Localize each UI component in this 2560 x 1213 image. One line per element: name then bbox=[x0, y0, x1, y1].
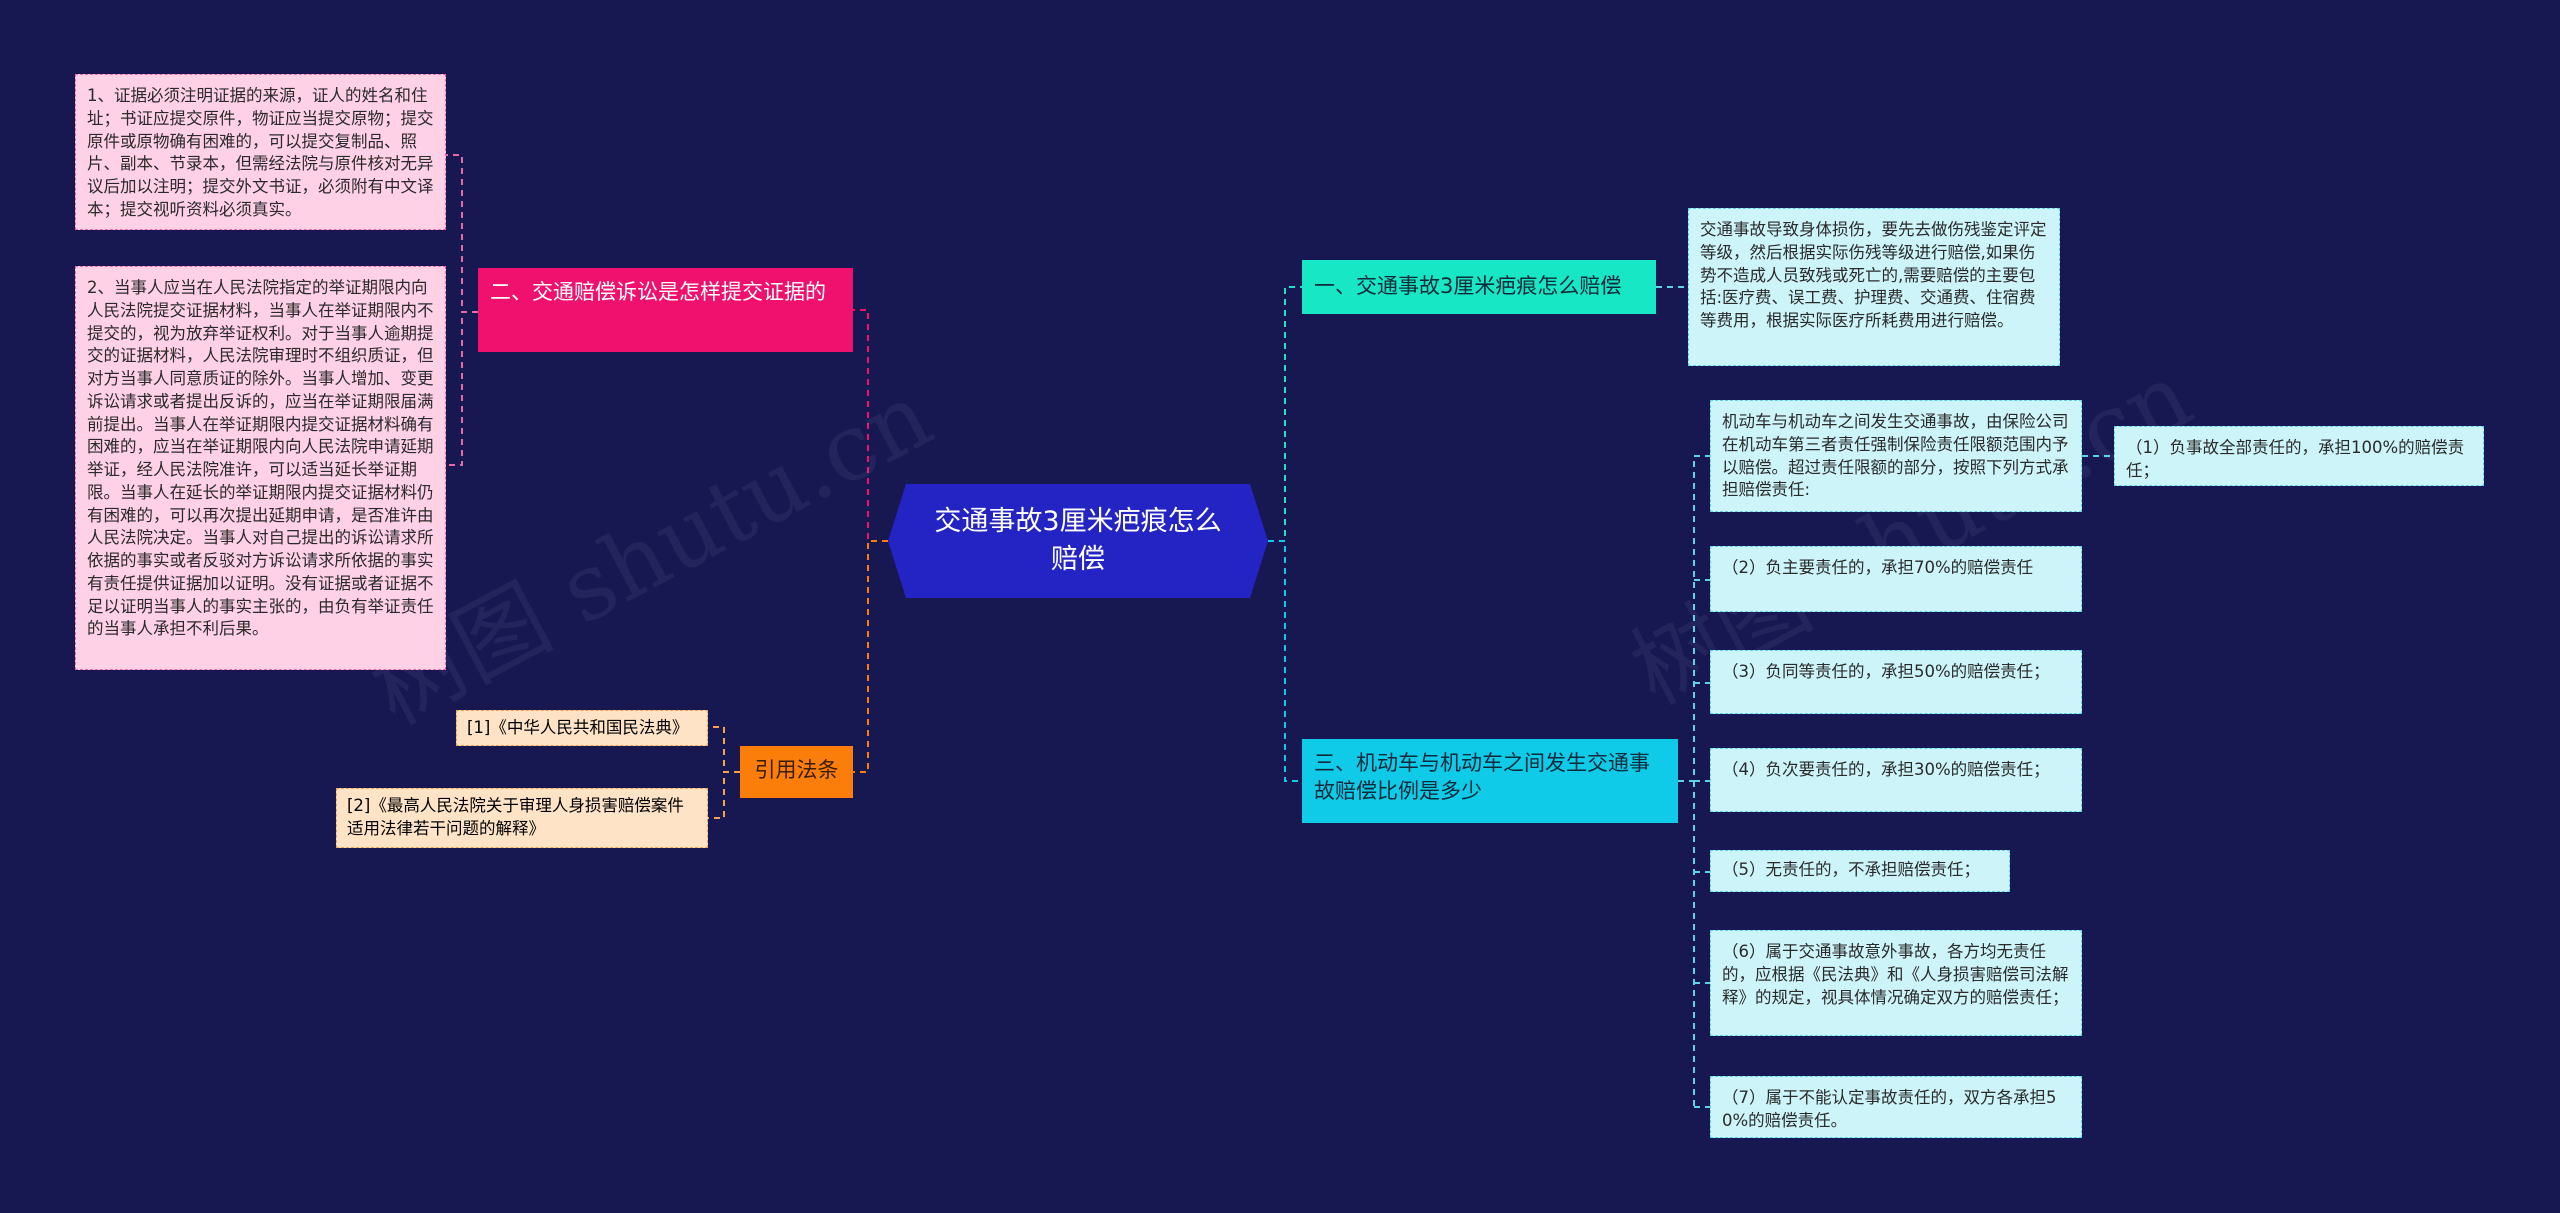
law-item-2-text: [2]《最高人民法院关于审理人身损害赔偿案件适用法律若干问题的解释》 bbox=[347, 796, 684, 838]
branch-evidence-label: 二、交通赔偿诉讼是怎样提交证据的 bbox=[490, 280, 826, 304]
link-evidence-item1 bbox=[446, 154, 478, 313]
ratio-item-7[interactable]: （7）属于不能认定事故责任的，双方各承担50%的赔偿责任。 bbox=[1710, 1076, 2082, 1138]
evidence-item-1-text: 1、证据必须注明证据的来源，证人的姓名和住址；书证应提交原件，物证应当提交原物；… bbox=[87, 86, 434, 219]
evidence-item-2-text: 2、当事人应当在人民法院指定的举证期限内向人民法院提交证据材料，当事人在举证期限… bbox=[87, 278, 434, 639]
law-item-1-text: [1]《中华人民共和国民法典》 bbox=[467, 718, 689, 737]
link-root-ratio bbox=[1268, 540, 1302, 782]
ratio-item-2[interactable]: （2）负主要责任的，承担70%的赔偿责任 bbox=[1710, 546, 2082, 612]
ratio-item-2-text: （2）负主要责任的，承担70%的赔偿责任 bbox=[1722, 558, 2034, 577]
law-item-1[interactable]: [1]《中华人民共和国民法典》 bbox=[456, 710, 708, 746]
branch-ratio-label: 三、机动车与机动车之间发生交通事故赔偿比例是多少 bbox=[1314, 751, 1650, 804]
link-law-item2 bbox=[708, 771, 740, 819]
ratio-item-6[interactable]: （6）属于交通事故意外事故，各方均无责任的，应根据《民法典》和《人身损害赔偿司法… bbox=[1710, 930, 2082, 1036]
ratio-item-6-text: （6）属于交通事故意外事故，各方均无责任的，应根据《民法典》和《人身损害赔偿司法… bbox=[1722, 942, 2069, 1007]
root-topic[interactable]: 交通事故3厘米疤痕怎么赔偿 bbox=[888, 484, 1268, 598]
link-ratio-items bbox=[1678, 456, 1695, 1107]
ratio-intro-child-text: （1）负事故全部责任的，承担100%的赔偿责任； bbox=[2126, 438, 2465, 480]
ratio-item-4-text: （4）负次要责任的，承担30%的赔偿责任； bbox=[1722, 760, 2050, 779]
compensation-item-1-text: 交通事故导致身体损伤，要先去做伤残鉴定评定等级，然后根据实际伤残等级进行赔偿,如… bbox=[1700, 220, 2047, 331]
ratio-item-7-text: （7）属于不能认定事故责任的，双方各承担50%的赔偿责任。 bbox=[1722, 1088, 2057, 1130]
branch-compensation[interactable]: 一、交通事故3厘米疤痕怎么赔偿 bbox=[1302, 260, 1656, 314]
compensation-item-1[interactable]: 交通事故导致身体损伤，要先去做伤残鉴定评定等级，然后根据实际伤残等级进行赔偿,如… bbox=[1688, 208, 2060, 366]
branch-compensation-label: 一、交通事故3厘米疤痕怎么赔偿 bbox=[1314, 274, 1622, 298]
link-root-compensation bbox=[1268, 286, 1302, 542]
evidence-item-2[interactable]: 2、当事人应当在人民法院指定的举证期限内向人民法院提交证据材料，当事人在举证期限… bbox=[75, 266, 446, 670]
branch-compensation-ratio[interactable]: 三、机动车与机动车之间发生交通事故赔偿比例是多少 bbox=[1302, 739, 1678, 823]
branch-cited-laws[interactable]: 引用法条 bbox=[740, 746, 853, 798]
ratio-intro-child[interactable]: （1）负事故全部责任的，承担100%的赔偿责任； bbox=[2114, 426, 2484, 486]
branch-evidence-submission[interactable]: 二、交通赔偿诉讼是怎样提交证据的 bbox=[478, 268, 853, 352]
ratio-item-5[interactable]: （5）无责任的，不承担赔偿责任； bbox=[1710, 850, 2010, 892]
link-evidence-item2 bbox=[446, 311, 478, 466]
evidence-item-1[interactable]: 1、证据必须注明证据的来源，证人的姓名和住址；书证应提交原件，物证应当提交原物；… bbox=[75, 74, 446, 230]
law-item-2[interactable]: [2]《最高人民法院关于审理人身损害赔偿案件适用法律若干问题的解释》 bbox=[336, 788, 708, 848]
link-root-evidence bbox=[853, 309, 888, 542]
root-title: 交通事故3厘米疤痕怎么赔偿 bbox=[934, 506, 1222, 575]
link-root-law bbox=[853, 540, 888, 773]
ratio-item-3[interactable]: （3）负同等责任的，承担50%的赔偿责任； bbox=[1710, 650, 2082, 714]
link-law-item1 bbox=[708, 726, 740, 773]
ratio-intro-text: 机动车与机动车之间发生交通事故，由保险公司在机动车第三者责任强制保险责任限额范围… bbox=[1722, 412, 2069, 500]
ratio-item-3-text: （3）负同等责任的，承担50%的赔偿责任； bbox=[1722, 662, 2050, 681]
ratio-item-5-text: （5）无责任的，不承担赔偿责任； bbox=[1722, 860, 1980, 879]
branch-law-label: 引用法条 bbox=[754, 758, 839, 782]
ratio-intro[interactable]: 机动车与机动车之间发生交通事故，由保险公司在机动车第三者责任强制保险责任限额范围… bbox=[1710, 400, 2082, 512]
ratio-item-4[interactable]: （4）负次要责任的，承担30%的赔偿责任； bbox=[1710, 748, 2082, 812]
